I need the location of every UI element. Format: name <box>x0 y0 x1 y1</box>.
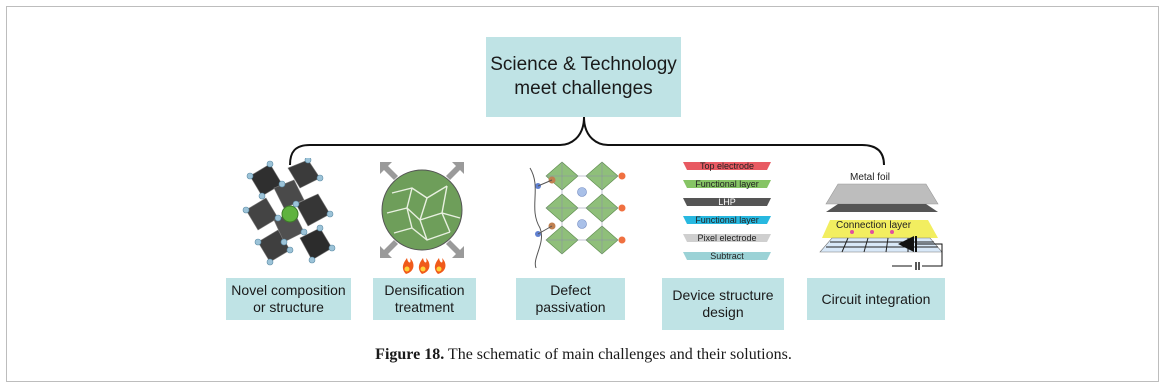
panel-label-passivation-line1: Defect <box>550 282 591 298</box>
flame-icon <box>402 258 446 274</box>
figure-caption-label: Figure 18. <box>375 346 445 363</box>
defect-passivation-illustration <box>529 161 626 269</box>
figure-caption-text: The schematic of main challenges and the… <box>444 346 792 363</box>
layer-lhp: LHP <box>718 197 736 207</box>
device-stack-illustration: Top electrode Functional layer LHP Funct… <box>683 161 771 261</box>
panel-label-passivation-line2: passivation <box>535 299 606 315</box>
layer-subtract: Subtract <box>710 251 744 261</box>
panel-label-densification-line2: treatment <box>394 299 455 315</box>
layer-functional-1: Functional layer <box>695 179 759 189</box>
layer-pixel-electrode: Pixel electrode <box>697 233 756 243</box>
layer-top-electrode: Top electrode <box>700 161 754 171</box>
circuit-integration-illustration: Metal foil Connection layer <box>819 172 943 270</box>
perovskite-octahedra-illustration <box>242 158 336 266</box>
connection-layer-label: Connection layer <box>836 220 912 231</box>
layer-functional-2: Functional layer <box>695 215 759 225</box>
panel-label-circuit-line1: Circuit integration <box>821 290 931 307</box>
top-box-line2: meet challenges <box>514 78 653 99</box>
panel-label-circuit: Circuit integration <box>807 278 945 320</box>
top-box-line1: Science & Technology <box>490 54 677 75</box>
panel-label-densification-line1: Densification <box>384 282 465 298</box>
panel-label-composition-line2: or structure <box>253 299 324 315</box>
panel-label-composition-line1: Novel composition <box>231 282 346 298</box>
figure-caption: Figure 18. The schematic of main challen… <box>0 346 1167 364</box>
densification-illustration <box>380 162 464 274</box>
top-box: Science & Technology meet challenges <box>486 37 681 117</box>
panel-label-device-line2: design <box>702 304 744 320</box>
metal-foil-label: Metal foil <box>850 172 890 183</box>
panel-label-device-line1: Device structure <box>672 287 774 303</box>
